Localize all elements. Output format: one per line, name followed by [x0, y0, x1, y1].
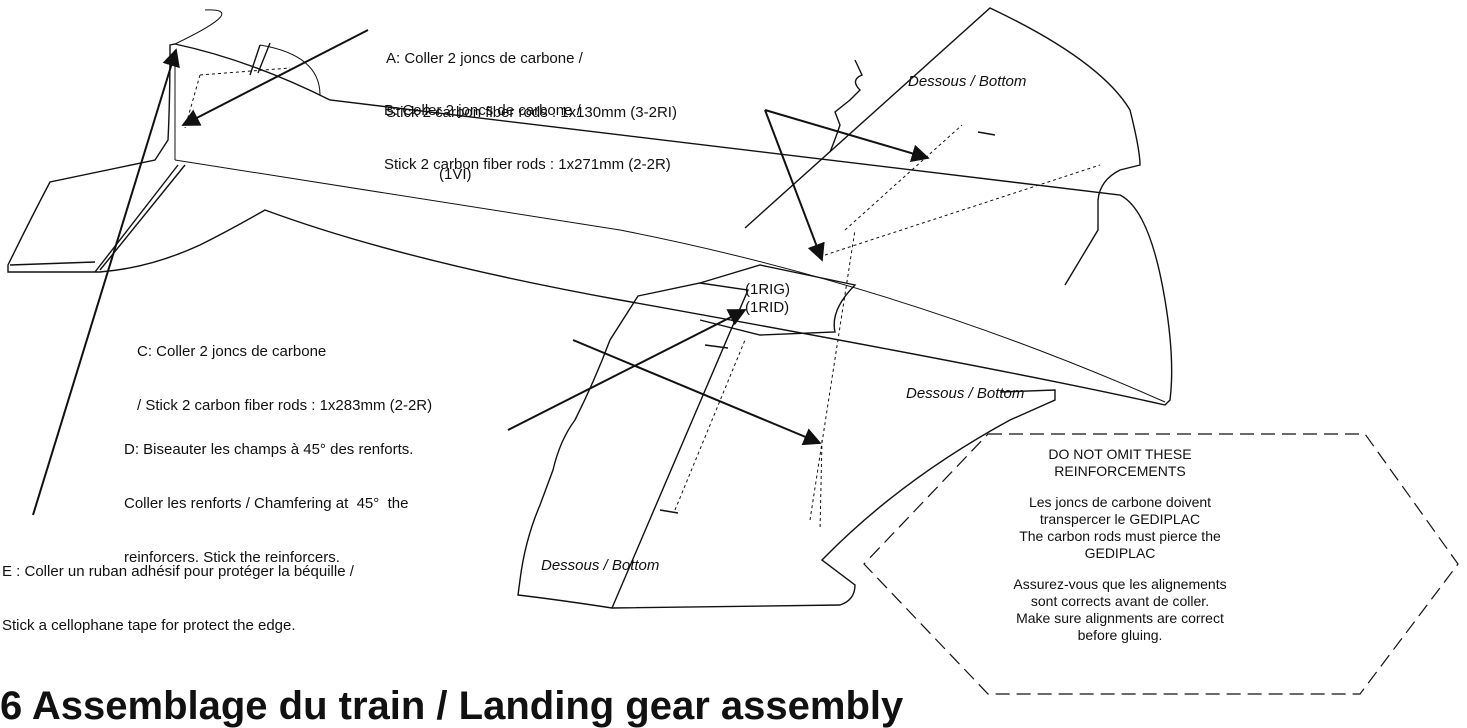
rod-lines [184, 67, 1101, 531]
part-label-rid: (1RID) [745, 299, 790, 316]
face-label-bottom-left: Dessous / Bottom [541, 557, 660, 574]
face-label-top-right: Dessous / Bottom [908, 73, 1027, 90]
warning-p2-line-4: before gluing. [1077, 627, 1163, 643]
note-c: C: Coller 2 joncs de carbone / Stick 2 c… [137, 307, 432, 433]
note-a-line-2: Stick 2 carbon fiber rods : 1x130mm (3-2… [386, 104, 677, 121]
face-label-mid-right: Dessous / Bottom [906, 385, 1025, 402]
note-b-line-1: B: Coller 2 joncs de carbone / [384, 102, 581, 119]
page-title: 6 Assemblage du train / Landing gear ass… [0, 684, 904, 728]
note-d-line-3: reinforcers. Stick the reinforcers. [124, 549, 340, 566]
note-a-line-1: A: Coller 2 joncs de carbone / [386, 50, 583, 67]
note-b: B: Coller 2 joncs de carbone / Stick 2 c… [384, 66, 671, 192]
note-e: E : Coller un ruban adhésif pour protége… [2, 527, 354, 653]
warning-p1-line-3: The carbon rods must pierce the [1019, 528, 1221, 544]
warning-title-2: REINFORCEMENTS [1054, 463, 1186, 479]
warning-p1-line-2: transpercer le GEDIPLAC [1039, 511, 1201, 527]
warning-p1-line-4: GEDIPLAC [1084, 545, 1156, 561]
warning-hexagon [863, 433, 1459, 695]
note-c-line-1: C: Coller 2 joncs de carbone [137, 343, 327, 360]
note-e-line-2: Stick a cellophane tape for protect the … [2, 617, 296, 634]
left-wing-part [517, 264, 1056, 609]
note-e-line-1: E : Coller un ruban adhésif pour protége… [2, 563, 354, 580]
warning-p2-line-2: sont corrects avant de coller. [1030, 593, 1210, 609]
part-label-fuselage: (1VI) [439, 166, 472, 183]
warning-p1-line-1: Les joncs de carbone doivent [1028, 494, 1212, 510]
part-label-rig: (1RIG) [745, 281, 790, 298]
note-d: D: Biseauter les champs à 45° des renfor… [124, 405, 413, 585]
warning-p2-line-3: Make sure alignments are correct [1016, 610, 1224, 626]
warning-box: DO NOT OMIT THESE REINFORCEMENTS Les jon… [900, 446, 1340, 644]
warning-title-1: DO NOT OMIT THESE [1048, 446, 1192, 462]
note-d-line-2: Coller les renforts / Chamfering at 45° … [124, 495, 409, 512]
note-c-line-2: / Stick 2 carbon fiber rods : 1x283mm (2… [137, 397, 433, 414]
right-wing-part [744, 7, 1141, 286]
note-d-line-1: D: Biseauter les champs à 45° des renfor… [124, 441, 414, 458]
warning-p2-line-1: Assurez-vous que les alignements [1013, 576, 1227, 592]
leader-arrows [32, 29, 930, 516]
assembly-drawing [7, 7, 1459, 695]
note-a: A: Coller 2 joncs de carbone / Stick 2 c… [386, 14, 677, 140]
note-b-line-2: Stick 2 carbon fiber rods : 1x271mm (2-2… [384, 156, 671, 173]
